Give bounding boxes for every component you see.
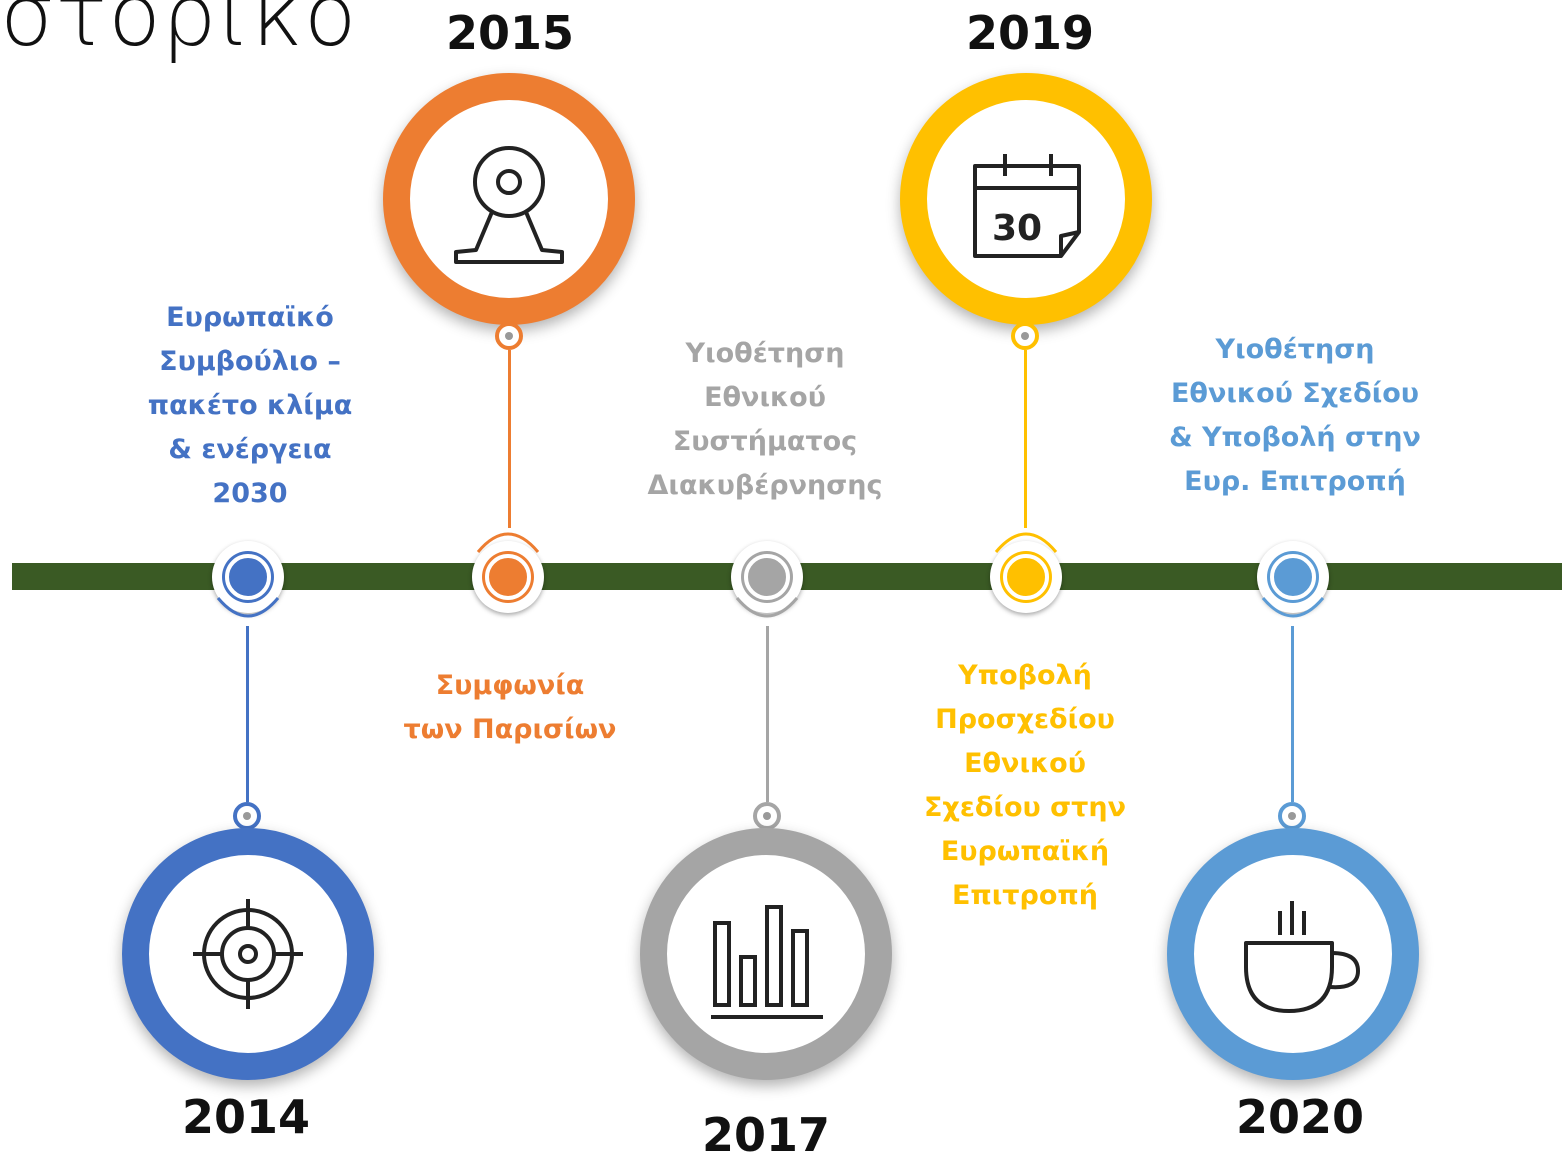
calendar-day-text: 30: [992, 208, 1042, 249]
milestone-2019-connector-dot: [1011, 322, 1039, 350]
milestone-2020-track-node: [1257, 541, 1329, 613]
milestone-2020-arc: [1261, 597, 1325, 618]
milestone-2014-label: Ευρωπαϊκό Συμβούλιο – πακέτο κλίμα & ενέ…: [147, 302, 353, 509]
bar-chart-icon: [711, 905, 823, 1019]
milestone-2019-connector: [1024, 350, 1027, 528]
milestone-2014-ring: [122, 828, 374, 1080]
milestone-2015-label: Συμφωνία των Παρισίων: [403, 670, 617, 745]
milestone-2019-label: Υποβολή Προσχεδίου Εθνικού Σχεδίου στην …: [923, 660, 1126, 911]
milestone-2014-connector: [246, 626, 249, 802]
milestone-2017-track-node: [731, 541, 803, 613]
milestone-2017-label: Υιοθέτηση Εθνικού Συστήματος Διακυβέρνησ…: [647, 338, 883, 501]
milestone-2014-arc: [216, 597, 280, 618]
milestone-2015-track-node: [472, 541, 544, 613]
milestone-2015-year: 2015: [445, 6, 575, 60]
milestone-2014-year: 2014: [181, 1090, 311, 1144]
milestone-2019-ring: 30: [900, 73, 1152, 325]
milestone-2020-label: Υιοθέτηση Εθνικού Σχεδίου & Υποβολή στην…: [1169, 334, 1421, 497]
milestone-2015-arc: [476, 532, 540, 553]
milestone-2014-connector-dot: [233, 802, 261, 830]
milestone-2020-connector-dot: [1278, 802, 1306, 830]
milestone-2020-connector: [1291, 626, 1294, 802]
milestone-2020-ring: [1167, 828, 1419, 1080]
milestone-2017-arc: [735, 597, 799, 618]
milestone-2014-track-node: [212, 541, 284, 613]
milestone-2019-year: 2019: [965, 6, 1095, 60]
milestone-2017-year: 2017: [701, 1108, 831, 1162]
milestone-2019-arc: [994, 532, 1058, 553]
calendar-icon: 30: [973, 154, 1081, 258]
milestone-2015-connector: [508, 350, 511, 528]
webcam-icon: [454, 146, 564, 264]
milestone-2015-connector-dot: [495, 322, 523, 350]
milestone-2015-ring: [383, 73, 635, 325]
page-title-fragment: στορικο: [0, 0, 358, 66]
milestone-2019-track-node: [990, 541, 1062, 613]
coffee-cup-icon: [1244, 901, 1360, 1013]
target-icon: [193, 899, 303, 1009]
milestone-2017-connector: [766, 626, 769, 802]
milestone-2017-ring: [640, 828, 892, 1080]
milestone-2020-year: 2020: [1235, 1090, 1365, 1144]
milestone-2017-connector-dot: [753, 802, 781, 830]
